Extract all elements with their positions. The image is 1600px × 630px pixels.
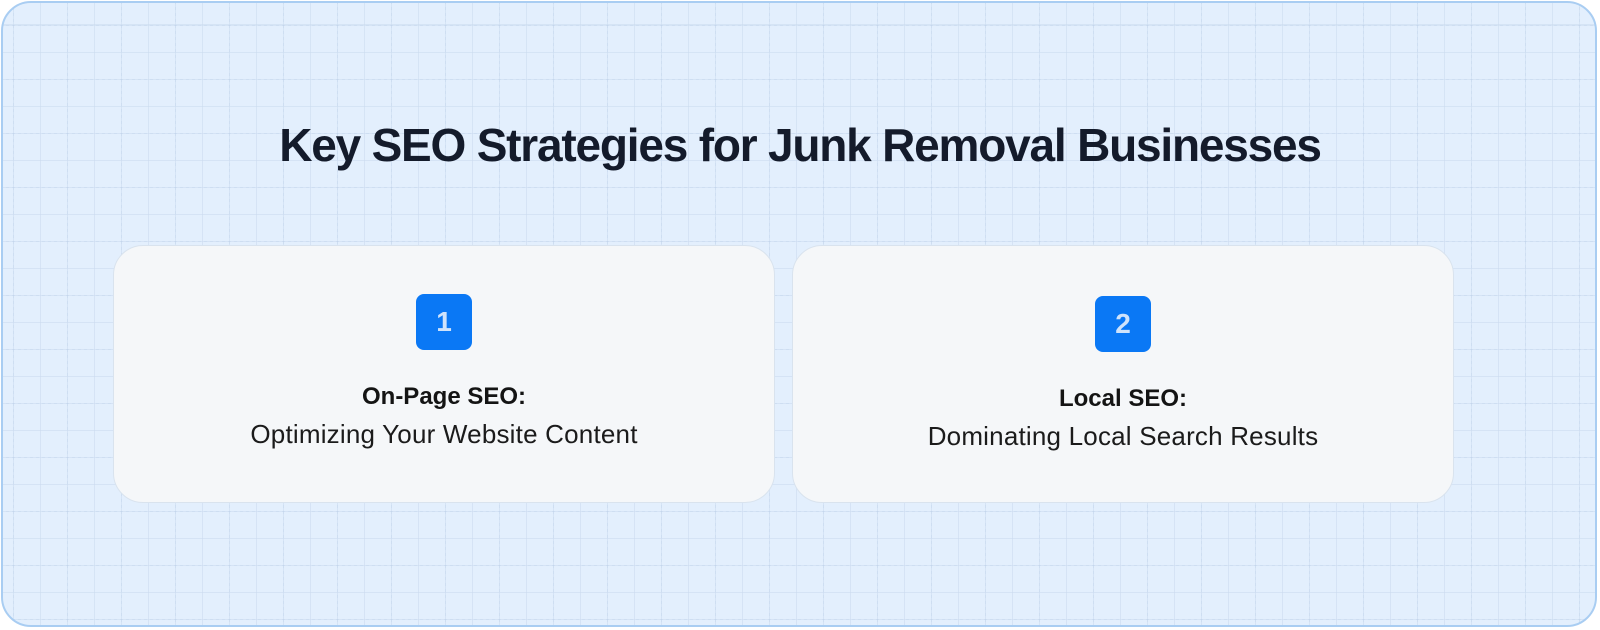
strategy-card-local-seo: 2 Local SEO: Dominating Local Search Res… (792, 245, 1454, 503)
card-heading: On-Page SEO: (361, 383, 527, 410)
page-title: Key SEO Strategies for Junk Removal Busi… (279, 119, 1322, 171)
number-badge: 1 (416, 294, 472, 350)
card-heading: Local SEO: (1058, 385, 1188, 412)
strategy-card-on-page-seo: 1 On-Page SEO: Optimizing Your Website C… (113, 245, 775, 503)
card-subtitle: Optimizing Your Website Content (250, 419, 638, 449)
card-subtitle: Dominating Local Search Results (927, 421, 1319, 451)
number-badge: 2 (1095, 296, 1151, 352)
